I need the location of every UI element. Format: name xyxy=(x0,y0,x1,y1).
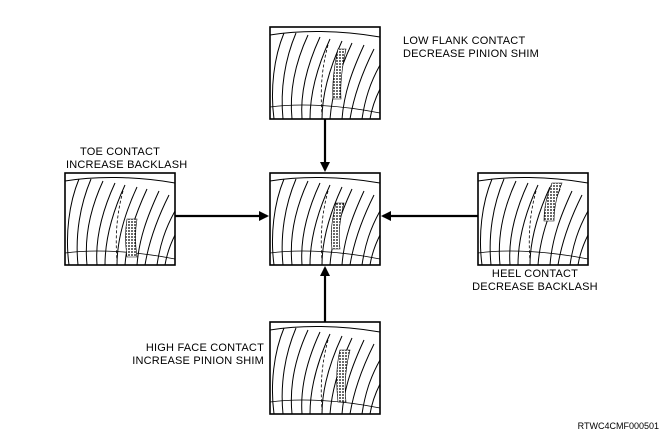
panel-center-gear xyxy=(269,172,381,266)
label-top-line1: LOW FLANK CONTACT xyxy=(403,35,526,47)
label-left-line2: INCREASE BACKLASH xyxy=(66,159,188,171)
label-left-line1: TOE CONTACT xyxy=(79,146,161,158)
label-right-line1: HEEL CONTACT xyxy=(491,268,579,280)
label-right-line2: DECREASE BACKLASH xyxy=(472,281,598,293)
label-right: HEEL CONTACT DECREASE BACKLASH xyxy=(470,268,600,294)
panel-right-gear xyxy=(477,172,589,266)
label-left: TOE CONTACT INCREASE BACKLASH xyxy=(66,146,188,172)
reference-code: RTWC4CMF000501 xyxy=(577,421,659,431)
panel-bottom-gear xyxy=(269,321,381,415)
label-top-line2: DECREASE PINION SHIM xyxy=(403,48,540,60)
panel-top-gear xyxy=(269,26,381,120)
label-top: LOW FLANK CONTACT DECREASE PINION SHIM xyxy=(403,35,539,61)
label-bottom-line2: INCREASE PINION SHIM xyxy=(132,355,264,367)
label-bottom-line1: HIGH FACE CONTACT xyxy=(145,342,264,354)
panel-left-gear xyxy=(64,172,176,266)
label-bottom: HIGH FACE CONTACT INCREASE PINION SHIM xyxy=(130,342,264,368)
